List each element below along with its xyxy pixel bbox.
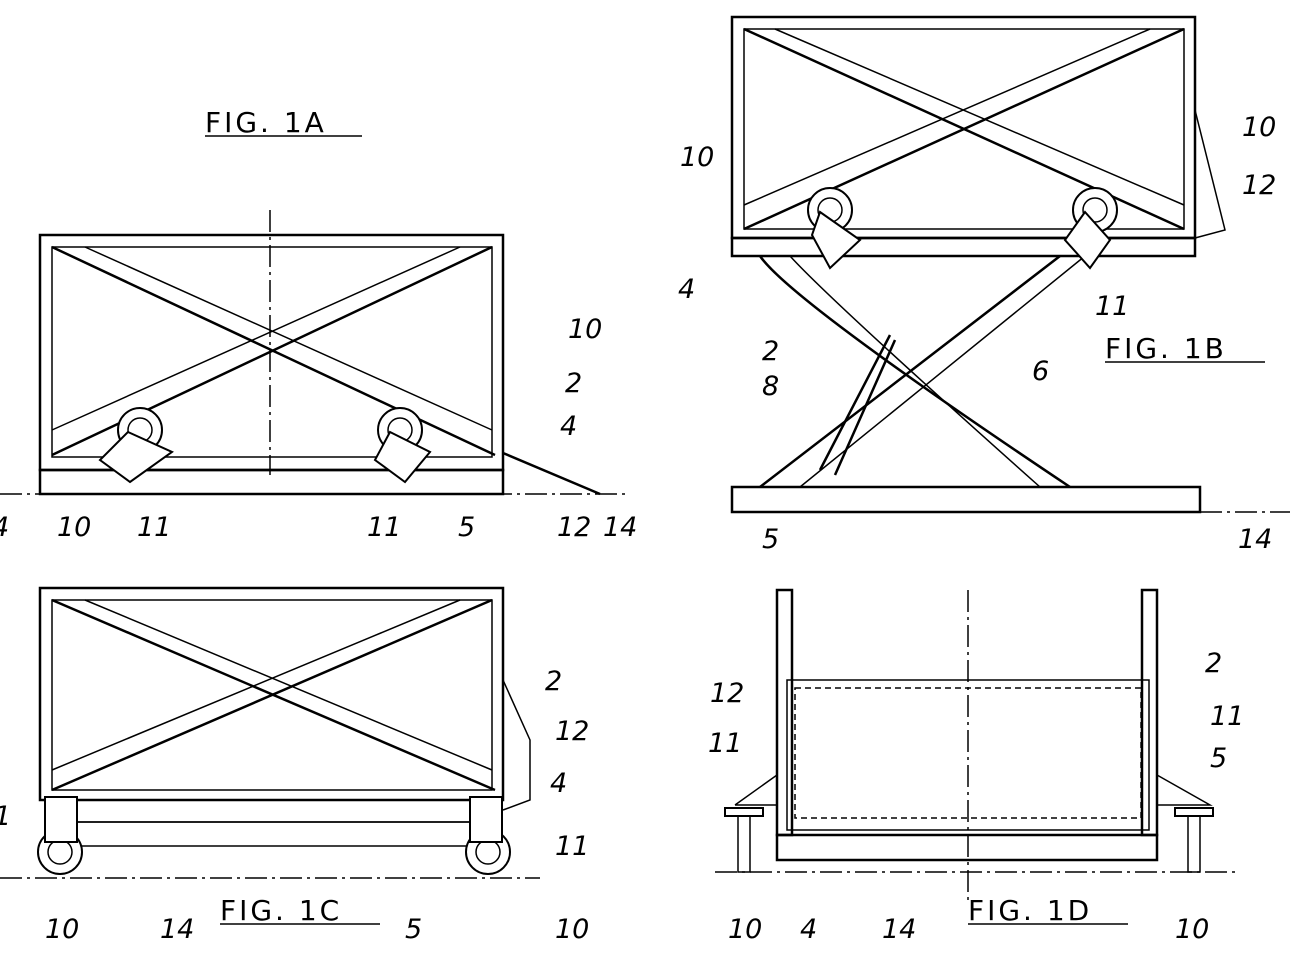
- ref-label: 4: [678, 274, 695, 305]
- ref-label: 10: [1242, 112, 1276, 143]
- figure-1b: FIG. 1B 10 10 12 4 11 2 8 6 5 14: [678, 17, 1290, 555]
- ref-label: 2: [762, 336, 779, 367]
- ref-label: 6: [1032, 356, 1049, 387]
- ref-label: 11: [708, 728, 742, 759]
- ref-label: 10: [728, 914, 762, 945]
- ref-label: 1: [0, 801, 11, 832]
- ref-label: 5: [405, 914, 422, 945]
- ref-label: 11: [555, 831, 589, 862]
- ref-label: 12: [1242, 170, 1276, 201]
- ref-label: 12: [557, 512, 591, 543]
- figure-1d-title: FIG. 1D: [968, 894, 1092, 927]
- ref-label: 10: [568, 314, 602, 345]
- ref-label: 5: [1210, 743, 1227, 774]
- ref-label: 10: [680, 142, 714, 173]
- ref-label: 11: [367, 512, 401, 543]
- ref-label: 10: [1175, 914, 1209, 945]
- ref-label: 10: [555, 914, 589, 945]
- ref-label: 2: [565, 368, 582, 399]
- ref-label: 5: [762, 524, 779, 555]
- ref-label: 14: [160, 914, 194, 945]
- ref-label: 11: [137, 512, 171, 543]
- ref-label: 10: [45, 914, 79, 945]
- ref-label: 2: [1205, 648, 1222, 679]
- ref-label: 12: [555, 716, 589, 747]
- figure-1a-title: FIG. 1A: [205, 106, 327, 139]
- ref-label: 4: [800, 914, 817, 945]
- ref-label: 11: [1095, 291, 1129, 322]
- ref-label: 10: [57, 512, 91, 543]
- ref-label: 14: [882, 914, 916, 945]
- ref-label: 2: [545, 666, 562, 697]
- ref-label: 14: [1238, 524, 1272, 555]
- ref-label: 14: [603, 512, 637, 543]
- ref-label: 8: [762, 371, 779, 402]
- ref-label: 4: [550, 768, 567, 799]
- ref-label: 4: [560, 411, 577, 442]
- figure-1c: FIG. 1C 2 12 4 1 11 10 14 5 10: [0, 588, 589, 945]
- ref-label: 12: [710, 678, 744, 709]
- figure-1d: FIG. 1D 2 12 11 11 5 10 4 14 10: [708, 590, 1244, 945]
- ref-label: 4: [0, 512, 9, 543]
- figure-1b-title: FIG. 1B: [1105, 332, 1227, 365]
- ref-label: 11: [1210, 701, 1244, 732]
- ref-label: 5: [458, 512, 475, 543]
- figure-1c-title: FIG. 1C: [220, 894, 342, 927]
- figure-1a: FIG. 1A 10 2 4 4 10 11 11 5 12 14: [0, 106, 637, 543]
